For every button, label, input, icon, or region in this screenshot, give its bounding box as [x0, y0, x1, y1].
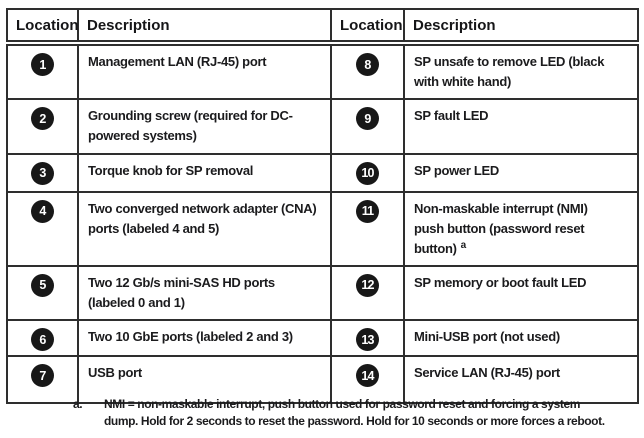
location-cell: 4: [6, 190, 79, 267]
description-cell: SP power LED: [403, 152, 639, 193]
footnote-text: NMI = non-maskable interrupt, push butto…: [104, 397, 605, 428]
location-number-badge: 6: [31, 328, 54, 352]
port-description-table: Location Description Location Descriptio…: [6, 8, 639, 405]
description-text: Mini-USB port (not used): [414, 329, 560, 345]
footnote: a. NMI = non-maskable interrupt, push bu…: [73, 396, 626, 430]
table-row: 1 Management LAN (RJ-45) port 8 SP unsafe t…: [6, 41, 639, 101]
table-row: 4 Two converged network adapter (CNA) por…: [6, 190, 639, 267]
location-number-badge: 2: [31, 107, 54, 131]
location-number-badge: 12: [356, 273, 379, 297]
location-number-badge: 14: [356, 364, 379, 388]
table-row: 2 Grounding screw (required for DC- power…: [6, 98, 639, 155]
location-number-badge: 10: [356, 161, 379, 185]
description-cell: Torque knob for SP removal: [77, 152, 332, 193]
location-cell: 13: [330, 319, 405, 358]
description-cell: SP memory or boot fault LED: [403, 264, 639, 322]
location-number-badge: 1: [31, 53, 54, 76]
footnote-reference: a: [460, 239, 467, 251]
description-cell: Grounding screw (required for DC- powere…: [77, 98, 332, 155]
description-cell: Two converged network adapter (CNA) port…: [77, 190, 332, 267]
table-row: 3 Torque knob for SP removal 10 SP power LE…: [6, 152, 639, 193]
location-number-badge: 9: [356, 107, 379, 131]
description-cell: USB port: [77, 355, 332, 405]
description-text: Two 10 GbE ports (labeled 2 and 3): [88, 329, 293, 345]
location-number-badge: 13: [356, 328, 379, 352]
header-location-right: Location: [330, 8, 405, 46]
description-text: Management LAN (RJ-45) port: [88, 54, 267, 69]
description-text: SP memory or boot fault LED: [414, 274, 587, 290]
table-body: 1 Management LAN (RJ-45) port 8 SP unsafe t…: [6, 41, 639, 405]
table-row: 7 USB port 14 Service LAN (RJ-45) port: [6, 355, 639, 405]
table-row: 6 Two 10 GbE ports (labeled 2 and 3) 13 Min…: [6, 319, 639, 358]
location-cell: 12: [330, 264, 405, 322]
footnote-marker: a.: [73, 397, 83, 411]
table-header: Location Description Location Descriptio…: [6, 8, 639, 46]
description-cell: SP unsafe to remove LED (black with whit…: [403, 41, 639, 101]
description-text: SP unsafe to remove LED (black with whit…: [414, 54, 605, 90]
table-row: 5 Two 12 Gb/s mini-SAS HD ports (labeled …: [6, 264, 639, 322]
description-text: Service LAN (RJ-45) port: [414, 365, 560, 381]
description-text: SP fault LED: [414, 108, 489, 124]
description-text: Two converged network adapter (CNA) port…: [88, 200, 317, 236]
location-cell: 5: [6, 264, 79, 322]
location-cell: 6: [6, 319, 79, 358]
location-number-badge: 4: [31, 199, 54, 223]
description-text: Two 12 Gb/s mini-SAS HD ports (labeled 0…: [88, 274, 275, 311]
description-text: SP power LED: [414, 162, 500, 178]
description-cell: Two 12 Gb/s mini-SAS HD ports (labeled 0…: [77, 264, 332, 322]
location-cell: 8: [330, 41, 405, 101]
description-cell: Management LAN (RJ-45) port: [77, 41, 332, 101]
description-cell: SP fault LED: [403, 98, 639, 155]
header-description-right: Description: [403, 8, 639, 46]
location-cell: 11: [330, 190, 405, 267]
location-number-badge: 3: [31, 161, 54, 185]
description-cell: Two 10 GbE ports (labeled 2 and 3): [77, 319, 332, 358]
location-cell: 7: [6, 355, 79, 405]
description-text: Non-maskable interrupt (NMI) push button…: [414, 200, 588, 256]
description-cell: Service LAN (RJ-45) port: [403, 355, 639, 405]
location-cell: 1: [6, 41, 79, 101]
location-cell: 2: [6, 98, 79, 155]
location-number-badge: 8: [356, 53, 379, 76]
description-text: Torque knob for SP removal: [88, 162, 254, 178]
location-cell: 14: [330, 355, 405, 405]
location-cell: 3: [6, 152, 79, 193]
header-location-left: Location: [6, 8, 79, 46]
description-text: USB port: [88, 365, 142, 381]
location-number-badge: 7: [31, 364, 54, 388]
description-cell: Non-maskable interrupt (NMI) push button…: [403, 190, 639, 267]
header-description-left: Description: [77, 8, 332, 46]
location-cell: 9: [330, 98, 405, 155]
location-number-badge: 11: [356, 199, 379, 223]
location-number-badge: 5: [31, 273, 54, 297]
description-text: Grounding screw (required for DC- powere…: [88, 108, 293, 144]
description-cell: Mini-USB port (not used): [403, 319, 639, 358]
header-row: Location Description Location Descriptio…: [6, 8, 639, 46]
location-cell: 10: [330, 152, 405, 193]
